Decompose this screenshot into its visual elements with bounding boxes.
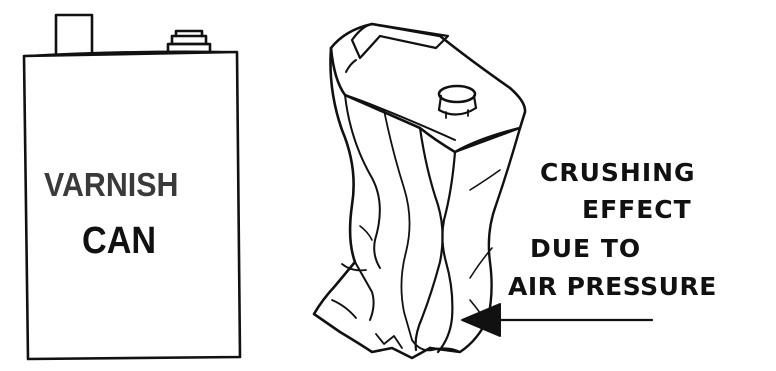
caption-line-4: AIR PRESSURE [508,272,717,301]
can-spout [56,15,92,55]
pressure-arrow [462,304,652,336]
can-body-outline [24,52,240,359]
crushed-can-lid [331,24,525,152]
caption-line-3: DUE TO [530,234,641,263]
caption-line-2: EFFECT [582,195,692,224]
can-label-can: CAN [82,220,156,263]
crushed-can-cap [439,86,476,118]
can-cap [168,31,210,52]
can-label-varnish: VARNISH [44,166,178,204]
caption-line-1: CRUSHING [540,158,696,187]
